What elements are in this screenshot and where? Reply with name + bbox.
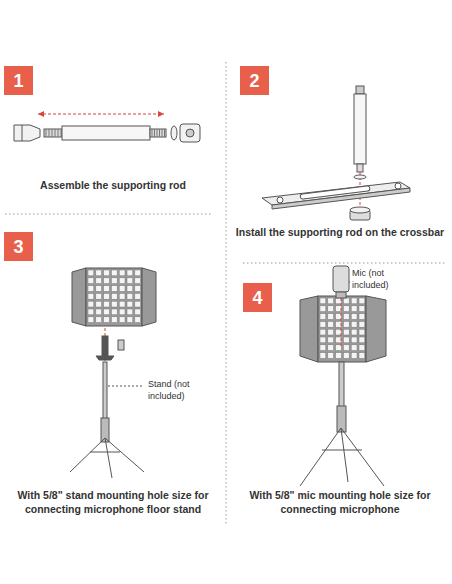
divider-lines: [5, 62, 447, 525]
shield-with-mic: [300, 266, 386, 486]
step-number: 2: [249, 72, 259, 90]
step-caption: With 5/8" stand mounting hole size for c…: [5, 488, 221, 516]
callout-label: Stand (not included): [148, 378, 214, 402]
step-number: 1: [13, 72, 23, 90]
rod-parts: [14, 111, 200, 142]
step-badge: 2: [240, 66, 269, 95]
crossbar-parts: [262, 86, 410, 220]
step-caption: Assemble the supporting rod: [5, 178, 221, 192]
step-badge: 4: [243, 283, 272, 312]
callout-label: Mic (not included): [352, 267, 418, 291]
step-number: 3: [13, 238, 23, 256]
step-caption: Install the supporting rod on the crossb…: [232, 225, 448, 239]
step-badge: 3: [4, 232, 33, 261]
step-badge: 1: [4, 66, 33, 95]
step-number: 4: [252, 289, 262, 307]
shield-on-stand: [70, 268, 156, 478]
step-caption: With 5/8" mic mounting hole size for con…: [232, 488, 448, 516]
